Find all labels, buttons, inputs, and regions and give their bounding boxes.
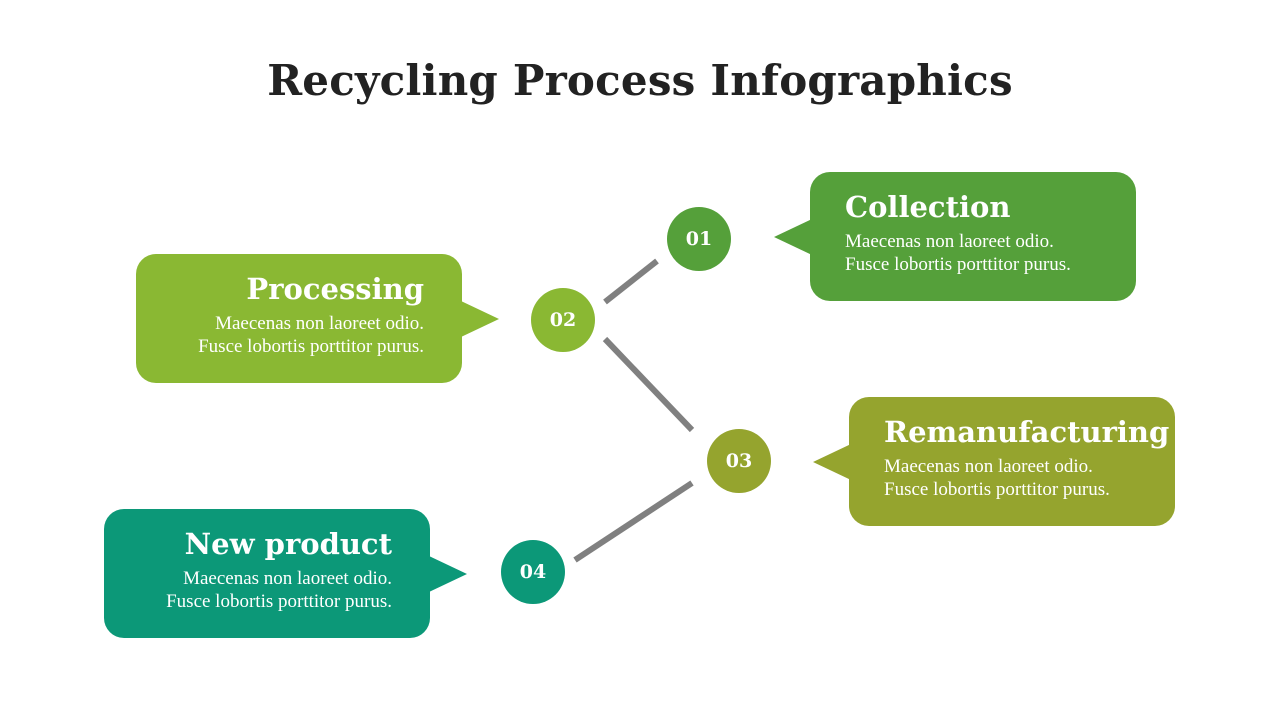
step-02-desc-line-1: Maecenas non laoreet odio.	[215, 313, 424, 334]
connector-01-02	[603, 258, 659, 305]
step-03-callout-pointer	[813, 443, 851, 480]
step-03-heading: Remanufacturing	[884, 415, 1170, 449]
step-03-desc-line-1: Maecenas non laoreet odio.	[884, 456, 1093, 477]
step-02-desc-line-2: Fusce lobortis porttitor purus.	[198, 336, 424, 357]
step-01-heading: Collection	[845, 190, 1011, 224]
step-03-description: Maecenas non laoreet odio. Fusce loborti…	[849, 455, 1175, 501]
step-02-callout: Processing Maecenas non laoreet odio. Fu…	[136, 254, 499, 383]
step-04-desc-line-1: Maecenas non laoreet odio.	[183, 568, 392, 589]
step-02-node: 02	[531, 288, 595, 352]
step-03-node: 03	[707, 429, 771, 493]
step-02-heading: Processing	[246, 272, 424, 306]
step-01-desc-line-2: Fusce lobortis porttitor purus.	[845, 254, 1071, 275]
step-01-desc-line-1: Maecenas non laoreet odio.	[845, 231, 1054, 252]
step-04-callout-pointer	[429, 555, 467, 592]
step-01-description: Maecenas non laoreet odio. Fusce loborti…	[810, 230, 1136, 276]
step-03-callout: Remanufacturing Maecenas non laoreet odi…	[813, 397, 1175, 526]
step-02-callout-pointer	[461, 300, 499, 337]
step-03-number: 03	[725, 450, 753, 472]
step-01-node: 01	[667, 207, 731, 271]
step-02-number: 02	[549, 309, 577, 331]
connector-02-03	[602, 336, 695, 433]
step-01-number: 01	[685, 228, 713, 250]
step-04-callout: New product Maecenas non laoreet odio. F…	[104, 509, 467, 638]
step-04-description: Maecenas non laoreet odio. Fusce loborti…	[104, 567, 430, 613]
step-03-desc-line-2: Fusce lobortis porttitor purus.	[884, 479, 1110, 500]
page-title: Recycling Process Infographics	[267, 56, 1013, 105]
step-04-node: 04	[501, 540, 565, 604]
step-04-number: 04	[519, 561, 547, 583]
connector-03-04	[573, 480, 694, 563]
step-01-callout: Collection Maecenas non laoreet odio. Fu…	[774, 172, 1136, 301]
step-04-desc-line-2: Fusce lobortis porttitor purus.	[166, 591, 392, 612]
step-02-description: Maecenas non laoreet odio. Fusce loborti…	[136, 312, 462, 358]
step-04-heading: New product	[184, 527, 392, 561]
step-01-callout-pointer	[774, 218, 812, 255]
